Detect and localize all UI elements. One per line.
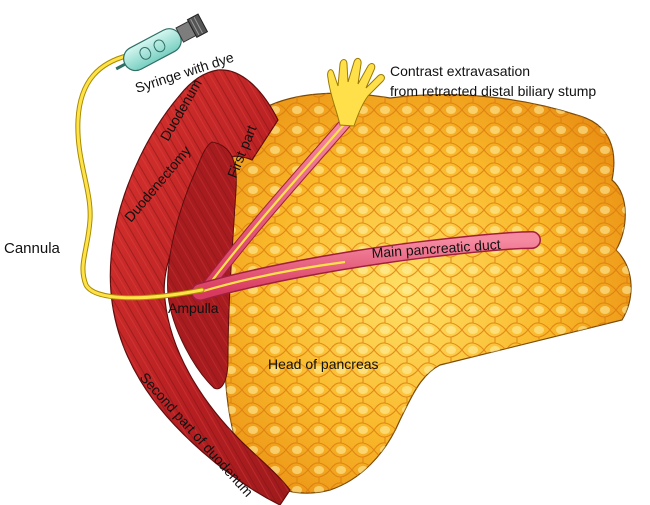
label-ampulla: Ampulla [168,300,219,316]
label-extravasation-line1: Contrast extravasation [390,63,530,79]
label-cannula: Cannula [4,240,61,257]
main-pancreatic-duct [191,231,541,301]
label-head-of-pancreas: Head of pancreas [268,356,379,372]
contrast-extravasation [327,57,385,127]
duodenum [109,69,291,505]
syringe-icon [115,13,209,72]
biliary-duct [199,114,354,296]
cannula [75,52,205,301]
label-extravasation-line2: from retracted distal biliary stump [390,83,596,99]
pancreas [224,92,632,494]
